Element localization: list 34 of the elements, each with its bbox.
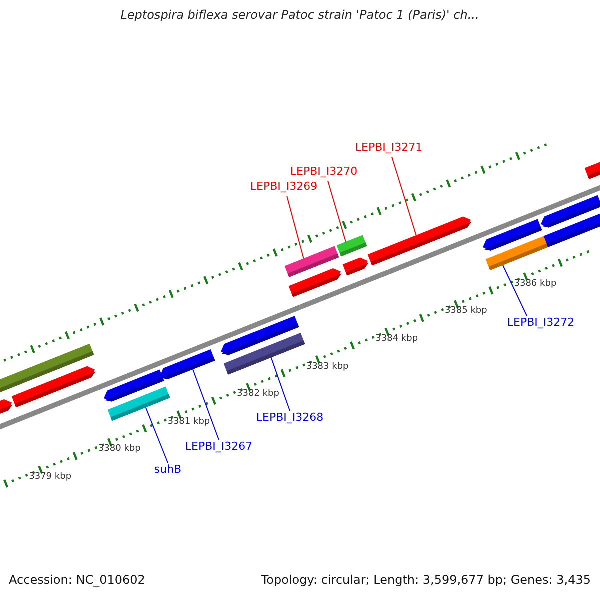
gene-block bbox=[342, 258, 369, 276]
gene-block bbox=[224, 333, 306, 375]
leader-line bbox=[270, 357, 290, 412]
leader-line bbox=[328, 180, 346, 242]
gene-block bbox=[486, 236, 548, 270]
gene-label: LEPBI_I3269 bbox=[250, 181, 318, 194]
gene-label: LEPBI_I3267 bbox=[185, 441, 253, 454]
gene-label: suhB bbox=[154, 464, 182, 477]
gene-block bbox=[12, 366, 96, 408]
scale-label: 3382 kbp bbox=[237, 389, 280, 400]
gene-label: LEPBI_I3272 bbox=[507, 317, 575, 330]
gene-label: LEPBI_I3271 bbox=[355, 142, 423, 155]
gene-label: LEPBI_I3268 bbox=[256, 412, 324, 425]
leader-line bbox=[502, 264, 528, 316]
leader-line bbox=[392, 156, 417, 236]
gene-block bbox=[160, 350, 216, 380]
scale-label: 3384 kbp bbox=[376, 334, 418, 344]
gene-label: LEPBI_I3270 bbox=[290, 166, 358, 179]
gene-block bbox=[108, 386, 170, 422]
title: Leptospira biflexa serovar Patoc strain 'Patoc 1 (Paris)' ch... bbox=[120, 9, 480, 23]
accession-text: Accession: NC_010602 bbox=[9, 574, 146, 588]
scale-label: 3381 kbp bbox=[168, 416, 210, 428]
leader-line bbox=[286, 196, 304, 260]
scale-label: 3383 kbp bbox=[306, 362, 349, 372]
leader-line bbox=[192, 369, 220, 440]
gene-block bbox=[336, 235, 368, 257]
genome-info-text: Topology: circular; Length: 3,599,677 bp; Genes: 3,435 bbox=[261, 574, 591, 588]
scale-label: 3380 kbp bbox=[98, 444, 141, 455]
scale-label: 3379 kbp bbox=[29, 472, 72, 482]
gene-block bbox=[288, 268, 342, 298]
gene-block bbox=[368, 216, 472, 266]
scale-label: 3386 kbp bbox=[514, 278, 557, 290]
scale-label: 3385 kbp bbox=[444, 306, 488, 317]
leader-line bbox=[145, 407, 168, 464]
